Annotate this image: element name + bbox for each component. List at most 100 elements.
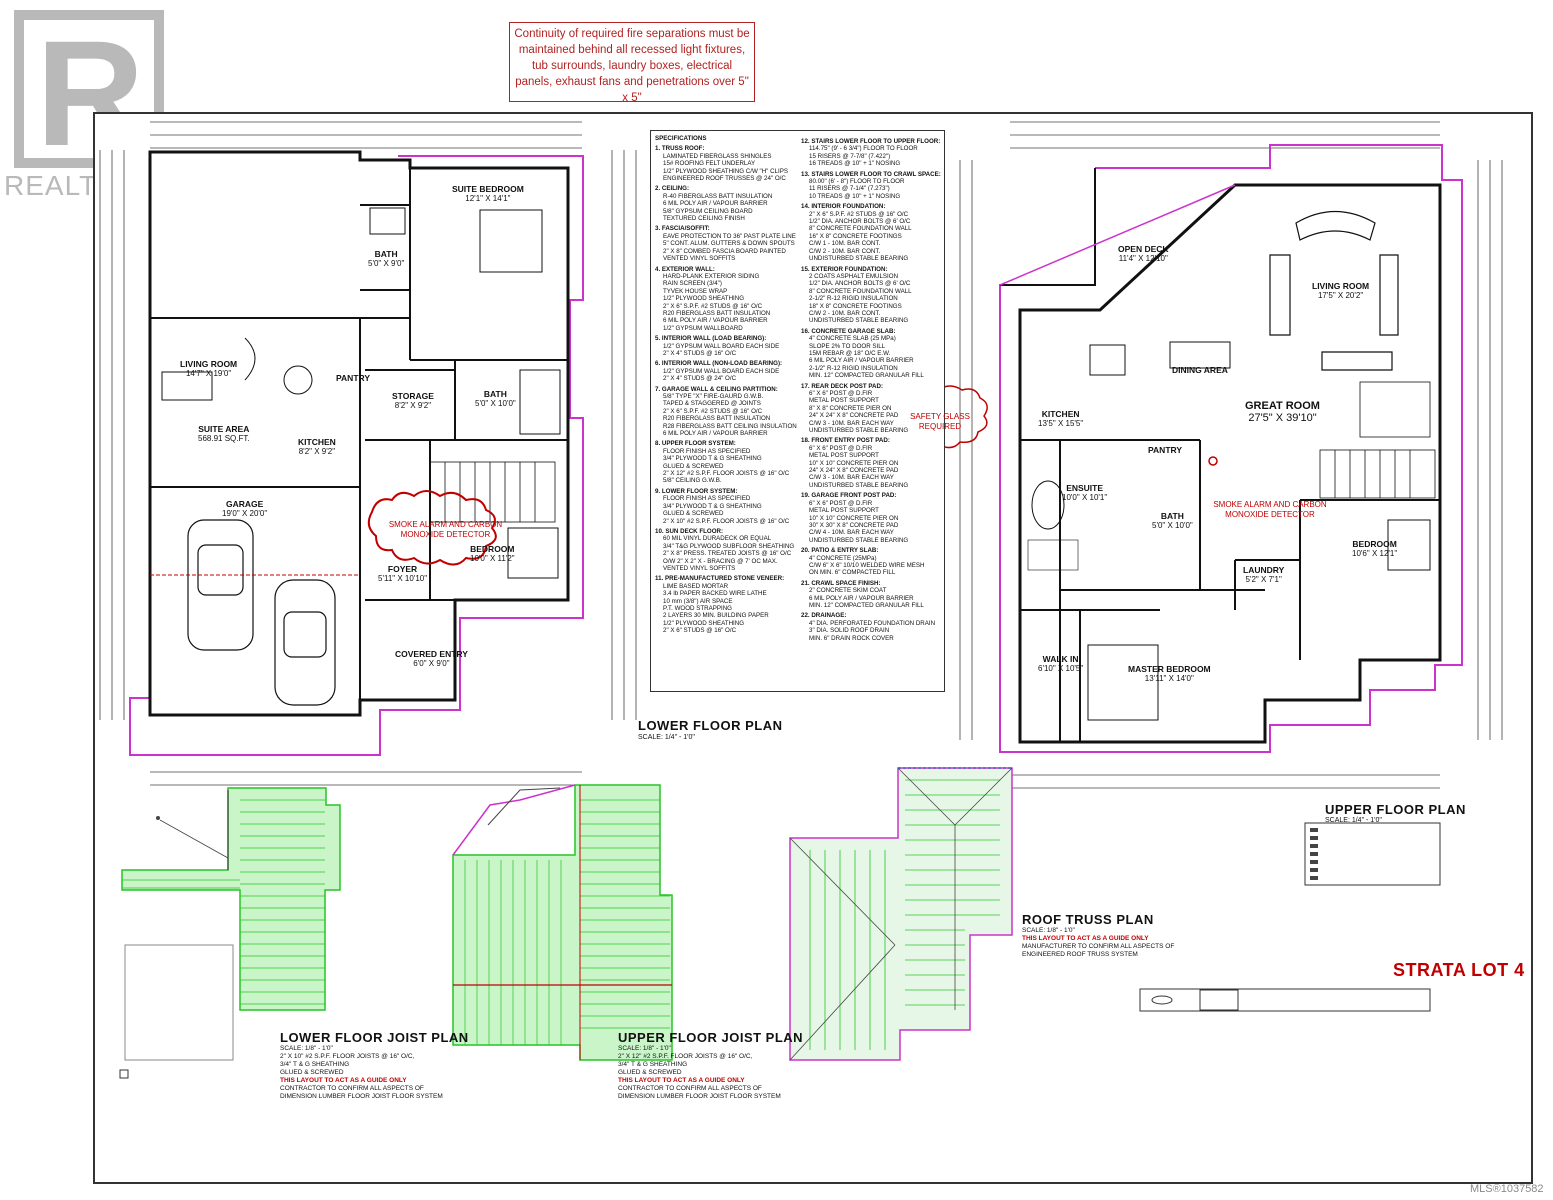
spec-line: 1/2" DIA. ANCHOR BOLTS @ 6' O/C [809, 280, 911, 288]
spec-section-title: 19. GARAGE FRONT POST PAD: [801, 492, 897, 500]
spec-line: 2" CONCRETE SKIM COAT [809, 587, 887, 595]
spec-line: UNDISTURBED STABLE BEARING [809, 255, 909, 263]
upper-safety-glass-callout-text: SAFETY GLASS REQUIRED [910, 412, 970, 431]
spec-line: 24" X 24" X 8" CONCRETE PAD [809, 467, 899, 475]
spec-line: 10 mm (3/8") AIR SPACE [663, 597, 733, 605]
spec-line: 2" X 10" #2 S.P.F. FLOOR JOISTS @ 16" O/… [663, 517, 790, 525]
spec-line: TEXTURED CEILING FINISH [663, 215, 745, 223]
spec-line: UNDISTURBED STABLE BEARING [809, 317, 909, 325]
spec-line: 6 MIL POLY AIR / VAPOUR BARRIER [809, 594, 914, 602]
spec-section-title: 4. EXTERIOR WALL: [655, 265, 715, 273]
spec-line: 2 LAYERS 30 MIN. BUILDING PAPER [663, 612, 769, 620]
spec-line: 3" DIA. SOLID ROOF DRAIN [809, 627, 890, 635]
spec-section-title: 16. CONCRETE GARAGE SLAB: [801, 327, 896, 335]
spec-line: 114.75" (9' - 6 3/4") FLOOR TO FLOOR [809, 145, 918, 153]
spec-line: 8" X 8" CONCRETE PIER ON [809, 404, 892, 412]
spec-section-title: 6. INTERIOR WALL (NON-LOAD BEARING): [655, 360, 783, 368]
room-label: DINING AREA [1172, 365, 1228, 375]
lower-floor-plan-scale: SCALE: 1/4" - 1'0" [638, 734, 695, 741]
spec-line: C/W 6" X 6" 10/10 WELDED WIRE MESH [809, 561, 925, 569]
spec-line: ENGINEERED ROOF TRUSSES @ 24" O/C [663, 175, 786, 183]
spec-line: 6 MIL POLY AIR / VAPOUR BARRIER [809, 357, 914, 365]
spec-line: 2" X 6" S.P.F. #2 STUDS @ 16" O/C [663, 302, 763, 310]
spec-line: 6" X 6" POST @ D.FIR [809, 499, 873, 507]
roof-truss-plan-title: ROOF TRUSS PLAN [1022, 912, 1154, 927]
spec-line: 2" X 6" STUDS @ 16" O/C [663, 627, 737, 635]
spec-section-title: 20. PATIO & ENTRY SLAB: [801, 547, 879, 555]
lower-floor-plan-title: LOWER FLOOR PLAN [638, 718, 783, 733]
spec-line: 1/2" PLYWOOD SHEATHING [663, 619, 745, 627]
spec-section-title: 21. CRAWL SPACE FINISH: [801, 579, 881, 587]
spec-line: MIN. 12" COMPACTED GRANULAR FILL [809, 601, 924, 609]
roof-truss-plan-notes: SCALE: 1/8" - 1'0" THIS LAYOUT TO ACT AS… [1022, 927, 1175, 958]
upper-plan-legend-box [1304, 822, 1441, 886]
spec-line: RAIN SCREEN (3/4") [663, 280, 722, 288]
spec-line: P.T. WOOD STRAPPING [663, 604, 732, 612]
spec-line: 8" CONCRETE FOUNDATION WALL [809, 287, 912, 295]
spec-line: 3.4 lb PAPER BACKED WIRE LATHE [663, 590, 767, 598]
spec-line: 2" X 8" COMBED FASCIA BOARD PAINTED [663, 247, 786, 255]
spec-line: 2-1/2" R-12 RIGID INSULATION [809, 295, 898, 303]
spec-line: 18" X 8" CONCRETE FOOTINGS [809, 302, 902, 310]
spec-line: 10 TREADS @ 10" + 1" NOSING [809, 192, 901, 200]
spec-line: 2" X 4" STUDS @ 16" O/C [663, 349, 737, 357]
strata-lot-label: STRATA LOT 4 [1393, 960, 1525, 980]
upper-floor-plan-scale: SCALE: 1/4" - 1'0" [1325, 817, 1382, 824]
spec-line: SLOPE 2% TO DOOR SILL [809, 342, 886, 350]
spec-line: 6" X 6" POST @ D.FIR [809, 390, 873, 397]
room-label: PANTRY [1148, 445, 1182, 455]
upper-joist-plan-title: UPPER FLOOR JOIST PLAN [618, 1030, 804, 1045]
spec-line: 10" X 10" CONCRETE PIER ON [809, 459, 899, 467]
spec-line: 4" CONCRETE SLAB (25 MPa) [809, 335, 896, 343]
spec-line: 15# ROOFING FELT UNDERLAY [663, 160, 756, 168]
realtor-logo-frame [14, 10, 164, 168]
spec-line: 24" X 24" X 8" CONCRETE PAD [809, 412, 899, 420]
spec-line: MIN. 6" DRAIN ROCK COVER [809, 634, 894, 642]
spec-line: VENTED VINYL SOFFITS [663, 564, 736, 572]
lower-smoke-callout-cloud [367, 490, 497, 566]
spec-line: C/W 4 - 10M. BAR EACH WAY [809, 529, 894, 537]
spec-line: MIN. 12" COMPACTED GRANULAR FILL [809, 372, 924, 380]
spec-line: 2" X 12" #2 S.P.F. FLOOR JOISTS @ 16" O/… [663, 470, 790, 478]
spec-line: O/W 2" X 2" X - BRACING @ 7' OC MAX. [663, 557, 778, 565]
spec-line: UNDISTURBED STABLE BEARING [809, 536, 909, 544]
mls-number: MLS®1037582 [1470, 1183, 1544, 1195]
lower-floor-plan [99, 121, 637, 786]
spec-line: 5/8" CEILING G.W.B. [663, 477, 722, 485]
lower-smoke-callout-text: SMOKE ALARM AND CARBON MONOXIDE DETECTOR [388, 520, 503, 539]
spec-line: 2 COATS ASPHALT EMULSION [809, 272, 899, 280]
spec-line: 2" X 8" PRESS. TREATED JOISTS @ 16" O/C [663, 550, 792, 558]
spec-line: 1/2" GYPSUM WALL BOARD EACH SIDE [663, 367, 780, 375]
spec-line: 4" CONCRETE (25MPa) [809, 554, 877, 562]
spec-line: 10" X 10" CONCRETE PIER ON [809, 514, 899, 522]
spec-line: EAVE PROTECTION TO 36" PAST PLATE LINE [663, 232, 796, 240]
spec-line: 2" X 4" STUDS @ 24" O/C [663, 375, 737, 383]
sheet-marker [119, 1069, 129, 1079]
spec-line: 6 MIL POLY AIR / VAPOUR BARRIER [663, 317, 768, 325]
spec-line: R28 FIBERGLASS BATT CEILING INSULATION [663, 422, 797, 430]
spec-line: 3/4" PLYWOOD T & G SHEATHING [663, 455, 762, 463]
spec-line: 1/2" PLYWOOD SHEATHING [663, 295, 745, 303]
spec-section-title: 7. GARAGE WALL & CEILING PARTITION: [655, 385, 778, 393]
spec-line: 2" X 6" S.P.F. #2 STUDS @ 16" O/C [809, 210, 909, 218]
upper-joist-plan-drawing [452, 784, 673, 1061]
spec-line: VENTED VINYL SOFFITS [663, 255, 736, 263]
spec-section-title: 9. LOWER FLOOR SYSTEM: [655, 487, 738, 495]
spec-section-title: 15. EXTERIOR FOUNDATION: [801, 265, 888, 273]
spec-section-title: 13. STAIRS LOWER FLOOR TO CRAWL SPACE: [801, 170, 941, 178]
spec-line: LAMINATED FIBERGLASS SHINGLES [663, 152, 772, 160]
spec-line: R20 FIBERGLASS BATT INSULATION [663, 309, 771, 317]
spec-line: LIME BASED MORTAR [663, 582, 729, 590]
spec-line: UNDISTURBED STABLE BEARING [809, 481, 909, 489]
spec-section-title: 5. INTERIOR WALL (LOAD BEARING): [655, 335, 767, 343]
spec-line: 1/2" DIA. ANCHOR BOLTS @ 6' O/C [809, 218, 911, 226]
